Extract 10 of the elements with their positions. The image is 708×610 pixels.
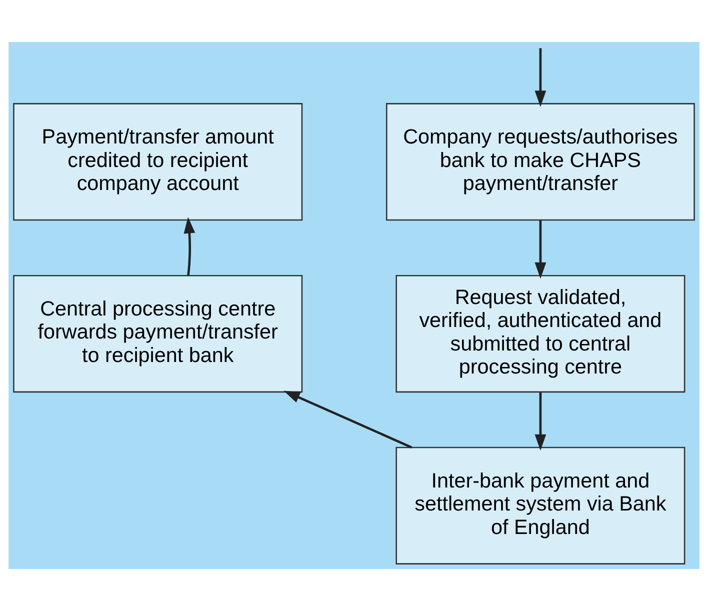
node-box: Inter-bank payment and settlement system via Bank of England [396, 446, 686, 564]
node-box: Central processing centre forwards payment/transfer to recipient bank [13, 274, 303, 392]
node-box: Request validated, verified, authenticated and submitted to central processing centre [396, 274, 686, 392]
arrow [534, 392, 546, 450]
node-box: Payment/transfer amount credited to recipient company account [13, 102, 303, 220]
arrow [184, 216, 196, 275]
arrow [534, 48, 546, 106]
arrow [284, 390, 412, 448]
node-box: Company requests/authorises bank to make CHAPS payment/transfer [386, 102, 695, 220]
arrow [534, 220, 546, 278]
